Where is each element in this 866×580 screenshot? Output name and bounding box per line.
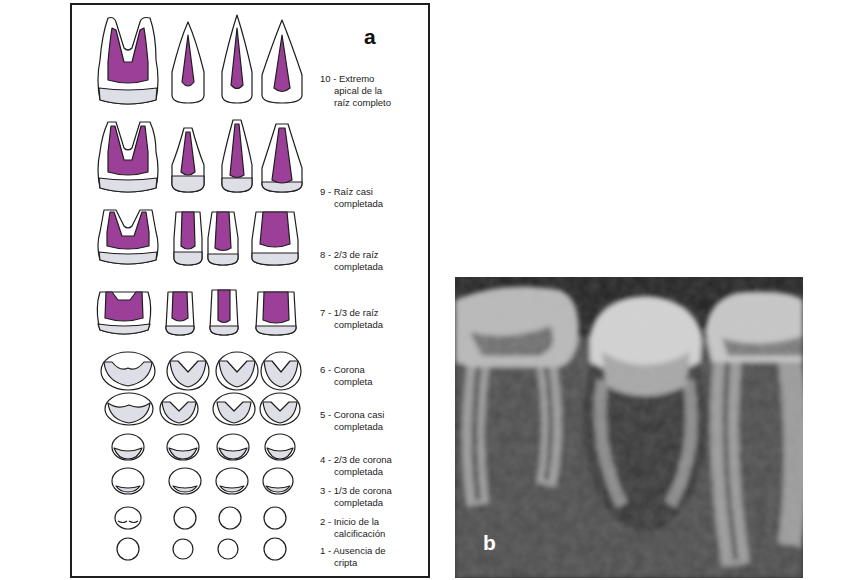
stage-label: 1 - Ausencia de cripta <box>320 545 400 569</box>
stage-label: 10 - Extremo apical de la raíz completo <box>320 73 400 109</box>
panel-letter: b <box>483 531 496 555</box>
panel-letter: a <box>364 25 376 49</box>
stage-label: 9 - Raíz casi completada <box>320 186 400 210</box>
tooth-stages <box>97 15 302 560</box>
stage-label: 8 - 2/3 de raíz completada <box>320 249 400 273</box>
figure-panel: a 10 - Extremo apical de la raíz completo… <box>70 3 430 578</box>
radiograph <box>455 277 803 578</box>
stage-label: 4 - 2/3 de corona completada <box>320 454 400 478</box>
stage-label: 7 - 1/3 de raíz completada <box>320 307 400 331</box>
stage-label: 2 - Inicio de la calcificación <box>320 516 400 540</box>
stage-label: 6 - Corona completa <box>320 364 400 388</box>
stage-label: 3 - 1/3 de corona completada <box>320 485 400 509</box>
radiograph-panel: b <box>455 277 803 578</box>
stage-label: 5 - Corona casi completada <box>320 409 400 433</box>
